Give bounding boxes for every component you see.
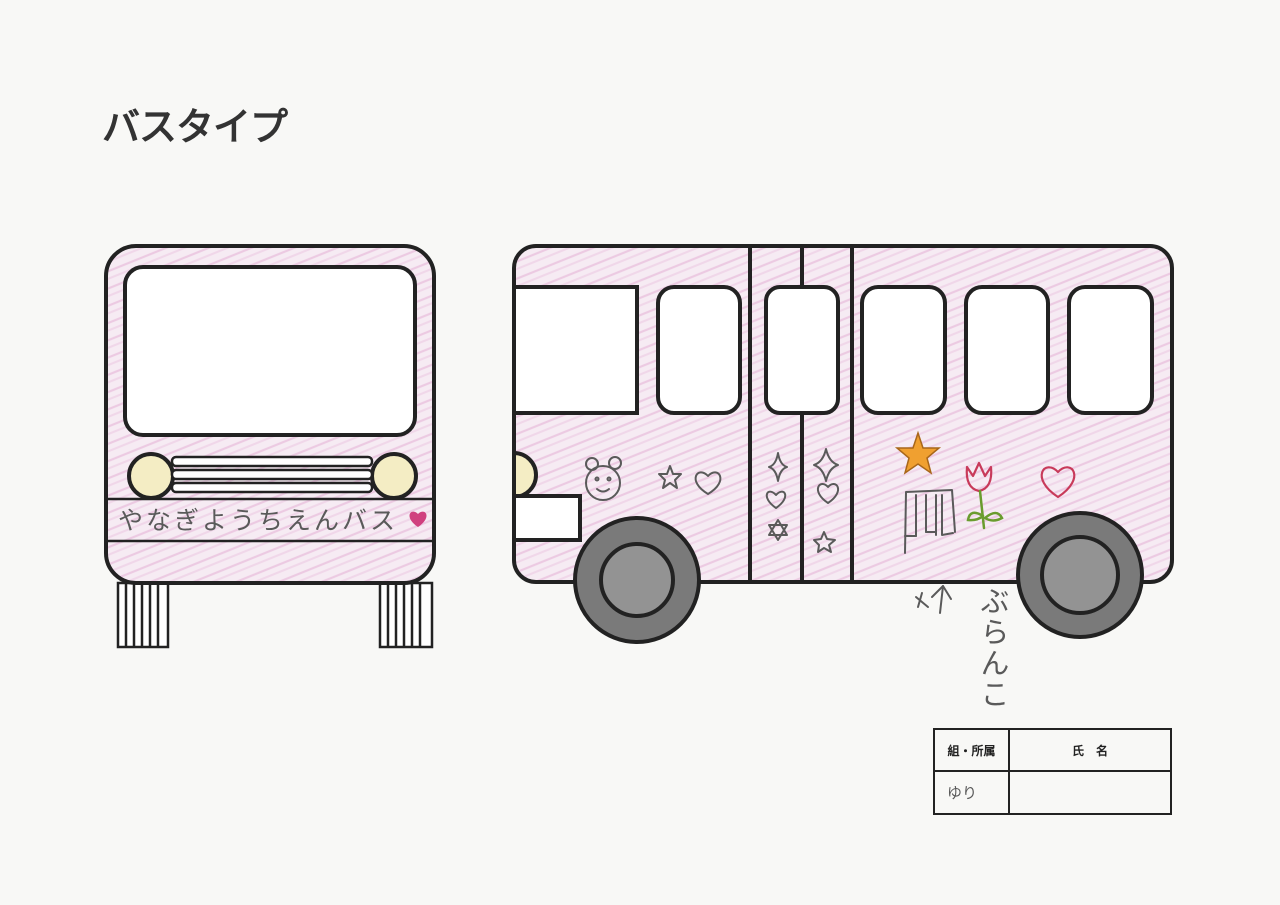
swing-icon xyxy=(904,489,956,554)
grille-bar xyxy=(170,468,374,481)
side-front-wheel xyxy=(573,516,701,644)
side-bumper xyxy=(512,494,582,542)
side-rear-wheel xyxy=(1016,511,1144,639)
swing-seat xyxy=(904,531,937,537)
arrow-icon xyxy=(915,585,952,614)
bear-eye xyxy=(606,476,612,482)
tulip-stem xyxy=(978,489,986,530)
hexagram-down xyxy=(768,524,788,541)
sparkle-icon xyxy=(813,448,839,482)
bumper-handwriting: やなぎようちえんバス xyxy=(118,506,399,535)
group-value-handwriting: ゆり xyxy=(947,784,978,802)
hub xyxy=(599,542,675,618)
door-window xyxy=(764,285,840,415)
heart-icon xyxy=(1040,466,1076,499)
bear-mouth xyxy=(596,488,610,493)
star-icon xyxy=(813,531,836,553)
tulip-leaf xyxy=(966,511,985,522)
swing-frame xyxy=(904,489,956,554)
bear-ear xyxy=(608,456,622,470)
sparkle-icon xyxy=(768,452,788,482)
tulip-icon xyxy=(965,461,1004,530)
grille-bar xyxy=(170,481,374,494)
heart-icon xyxy=(765,490,787,509)
group-value-cell: ゆり xyxy=(933,770,1010,815)
form-header-row: 組・所属 氏 名 xyxy=(933,728,1172,772)
arrow-shaft xyxy=(939,585,944,614)
passenger-window xyxy=(964,285,1050,415)
passenger-window xyxy=(656,285,742,415)
front-grille xyxy=(170,455,374,494)
tulip-flower xyxy=(965,461,993,493)
passenger-window xyxy=(1067,285,1154,415)
front-right-wheel xyxy=(378,581,434,649)
orange-star-icon xyxy=(894,430,942,475)
tulip-leaf xyxy=(983,511,1004,522)
left-headlight xyxy=(127,452,175,500)
child-doodles xyxy=(585,430,1076,614)
right-headlight xyxy=(370,452,418,500)
grille-bar xyxy=(170,455,374,468)
pencil-mark xyxy=(915,592,929,608)
bumper-heart-icon xyxy=(409,511,427,527)
driver-window xyxy=(512,285,639,415)
bear-head xyxy=(585,465,621,501)
name-form-table: 組・所属 氏 名 ゆり xyxy=(933,728,1172,815)
passenger-window xyxy=(860,285,947,415)
hexagram-up xyxy=(768,519,788,536)
bear-face-icon xyxy=(585,456,622,501)
heart-icon xyxy=(816,483,840,504)
swing-rope xyxy=(915,494,954,537)
front-windshield xyxy=(123,265,417,437)
swing-handwritten-label: ぶらんこ xyxy=(976,586,1010,710)
page-title: バスタイプ xyxy=(102,105,288,149)
form-value-row: ゆり xyxy=(933,770,1172,815)
hub xyxy=(1040,535,1120,615)
heart-icon xyxy=(694,471,722,495)
group-header-cell: 組・所属 xyxy=(933,728,1010,772)
bus-front-view xyxy=(104,244,436,649)
bus-side-view xyxy=(512,244,1174,644)
bear-eye xyxy=(594,476,600,482)
arrow-head xyxy=(931,585,952,600)
front-left-wheel xyxy=(116,581,170,649)
star-icon xyxy=(658,465,682,489)
hexagram-icon xyxy=(768,519,788,541)
name-value-cell xyxy=(1008,770,1172,815)
name-header-cell: 氏 名 xyxy=(1008,728,1172,772)
